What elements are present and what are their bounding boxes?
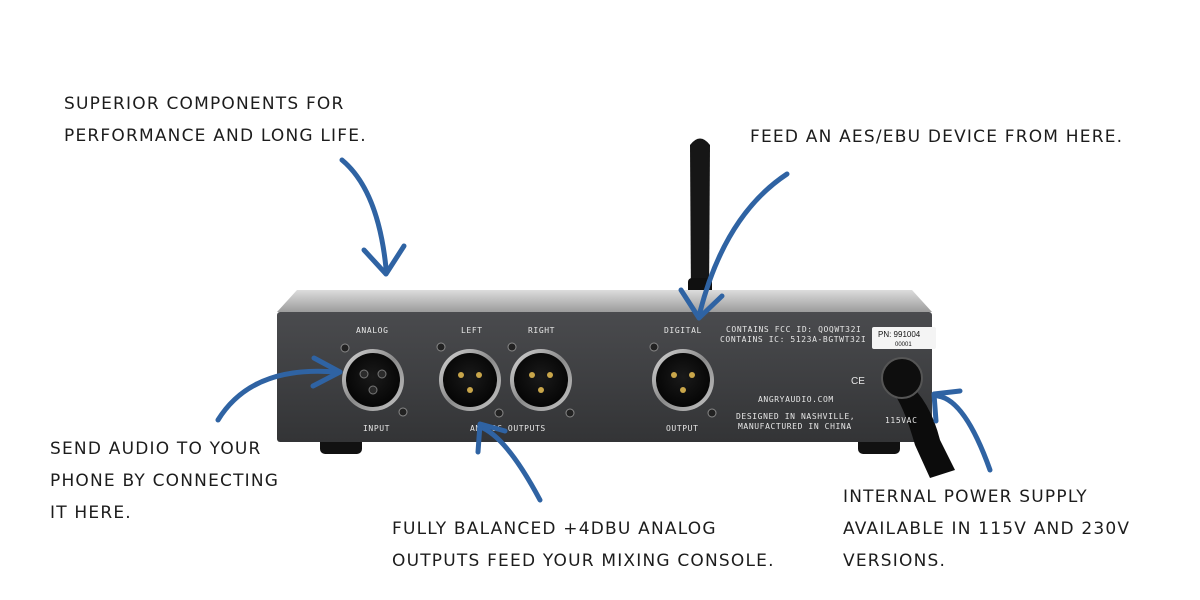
label-left: LEFT <box>461 326 483 335</box>
part-number-sticker: PN: 991004 00001 <box>872 327 936 349</box>
annotation-power-line-2: AVAILABLE IN 115V AND 230V <box>843 519 1131 539</box>
annotation-components-line-1: SUPERIOR COMPONENTS FOR <box>64 94 345 114</box>
ce-mark: CE <box>851 376 865 387</box>
annotation-input-line-2: PHONE BY CONNECTING <box>50 471 280 491</box>
analog-input-connector <box>340 343 408 417</box>
website-label: ANGRYAUDIO.COM <box>758 395 834 404</box>
antenna <box>688 138 712 300</box>
label-analog: ANALOG <box>356 326 389 335</box>
annotation-power-line-1: INTERNAL POWER SUPPLY <box>843 487 1088 507</box>
annotation-components-line-2: PERFORMANCE AND LONG LIFE. <box>64 126 367 146</box>
label-input: INPUT <box>363 424 390 433</box>
fcc-line-2: CONTAINS IC: 5123A-BGTWT32I <box>720 335 866 344</box>
arrow-components <box>339 157 407 277</box>
annotation-outputs: FULLY BALANCED +4DBU ANALOG OUTPUTS FEED… <box>392 513 775 577</box>
annotation-input: SEND AUDIO TO YOUR PHONE BY CONNECTING I… <box>50 433 279 529</box>
annotation-outputs-line-1: FULLY BALANCED +4DBU ANALOG <box>392 519 717 539</box>
pn-serial: 00001 <box>895 342 912 348</box>
label-digital: DIGITAL <box>664 326 702 335</box>
arrow-aes <box>678 171 790 321</box>
fcc-line-1: CONTAINS FCC ID: QOQWT32I <box>726 325 861 334</box>
arrow-outputs <box>475 421 543 503</box>
label-analog-outputs: ANALOG OUTPUTS <box>470 424 546 433</box>
annotation-outputs-line-2: OUTPUTS FEED YOUR MIXING CONSOLE. <box>392 551 775 571</box>
label-output: OUTPUT <box>666 424 699 433</box>
made-line-2: MANUFACTURED IN CHINA <box>738 422 852 431</box>
annotation-input-line-1: SEND AUDIO TO YOUR <box>50 439 262 459</box>
right-output-connector <box>507 342 575 418</box>
left-output-connector <box>436 342 504 418</box>
annotation-components: SUPERIOR COMPONENTS FOR PERFORMANCE AND … <box>64 88 367 152</box>
made-line-1: DESIGNED IN NASHVILLE, <box>736 412 855 421</box>
arrow-power <box>931 388 993 473</box>
pn-label: PN: 991004 <box>878 330 921 339</box>
annotation-power-line-3: VERSIONS. <box>843 551 947 571</box>
power-cord <box>881 357 955 478</box>
annotation-input-line-3: IT HERE. <box>50 503 132 523</box>
voltage-label: 115VAC <box>885 416 918 425</box>
annotation-aes-line-1: FEED AN AES/EBU DEVICE FROM HERE. <box>750 127 1124 147</box>
digital-output-connector <box>649 342 717 418</box>
annotation-power: INTERNAL POWER SUPPLY AVAILABLE IN 115V … <box>843 481 1130 577</box>
arrow-input <box>215 355 343 423</box>
annotation-aes: FEED AN AES/EBU DEVICE FROM HERE. <box>750 121 1123 153</box>
label-right: RIGHT <box>528 326 555 335</box>
chassis-top <box>277 290 932 312</box>
